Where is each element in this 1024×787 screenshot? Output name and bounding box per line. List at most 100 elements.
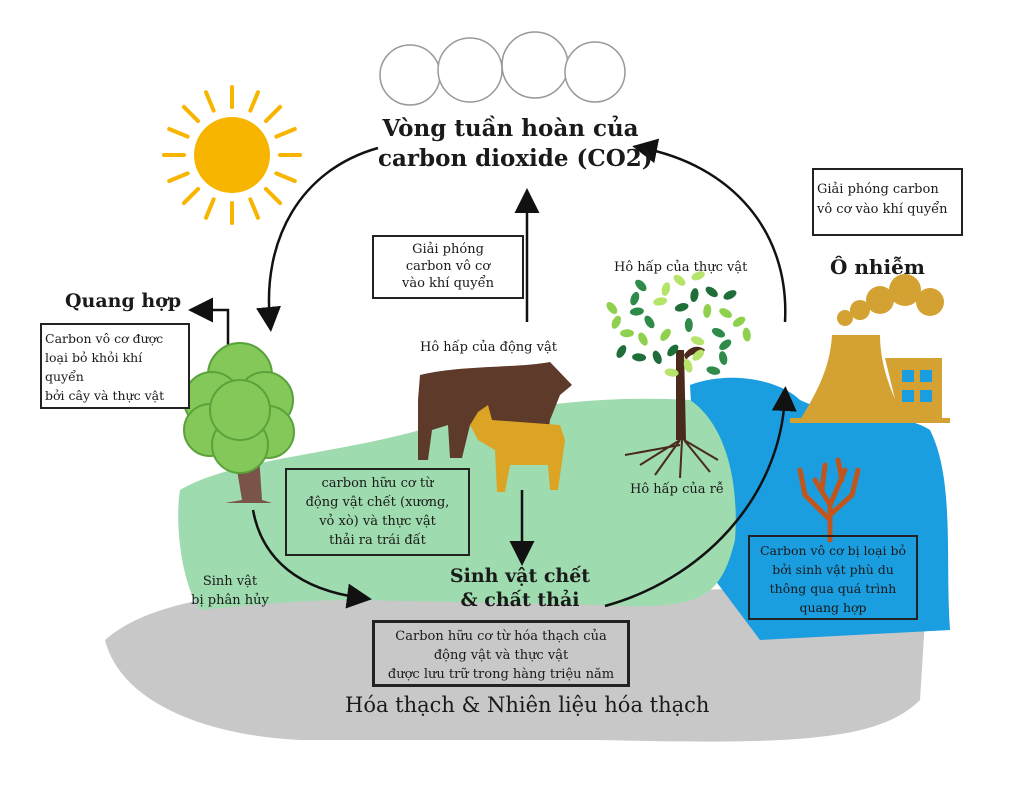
box-line: thông qua quá trình — [769, 581, 897, 596]
box-line: động vật và thực vật — [433, 648, 569, 663]
sun-ray — [274, 171, 297, 184]
photosynthesis-box: Carbon vô cơ được loại bỏ khỏi khí quyển… — [40, 323, 190, 409]
box-line: Carbon vô cơ được — [45, 331, 164, 346]
sun-ray — [167, 126, 190, 139]
plant-respiration-label: Hô hấp của thực vật — [614, 260, 748, 275]
sun-ray — [181, 186, 201, 206]
sun-ray — [203, 197, 216, 220]
leaf — [683, 359, 693, 373]
leaf — [661, 282, 671, 296]
root-respiration-label: Hô hấp của rễ — [630, 482, 724, 497]
leaf — [718, 351, 728, 365]
sun-ray — [203, 90, 216, 113]
fossil-box: Carbon hữu cơ từ hóa thạch của động vật … — [372, 620, 630, 687]
box-line: động vật chết (xương, — [305, 495, 450, 510]
leaf — [673, 274, 686, 286]
sun-ray — [248, 90, 261, 113]
leaf — [690, 288, 699, 303]
label-line: & chất thải — [460, 589, 580, 611]
leaf — [706, 366, 721, 375]
pollution-box: Giải phóng carbon vô cơ vào khí quyển — [812, 168, 963, 236]
leaf — [692, 349, 704, 361]
leaf — [644, 315, 655, 329]
leaf — [684, 318, 693, 332]
clouds-icon — [379, 31, 626, 106]
leaf — [723, 290, 737, 300]
leaf — [620, 329, 635, 338]
box-line: vào khí quyển — [401, 276, 494, 291]
leaf — [719, 339, 732, 351]
box-line: quang hợp — [799, 600, 867, 615]
box-line: vô cơ vào khí quyển — [817, 202, 948, 217]
leaf — [606, 302, 618, 315]
decomposed-label: Sinh vật bị phân hủy — [185, 572, 275, 610]
box-line: carbon hữu cơ từ — [321, 476, 434, 491]
title-line-2: carbon dioxide (CO2) — [378, 145, 653, 172]
box-line: Giải phóng carbon — [817, 182, 939, 197]
leaf — [638, 332, 648, 346]
leaf — [616, 345, 627, 358]
arrow-pollution-to-atmosphere — [632, 138, 787, 323]
leaf — [703, 303, 712, 318]
arrow-to-ocean — [604, 386, 797, 608]
label-line: Sinh vật chết — [449, 565, 591, 587]
box-line: loại bỏ khỏi khí quyển — [45, 350, 143, 384]
sun-ray — [248, 197, 261, 220]
sun-ray — [263, 186, 283, 206]
arrow-decomposition — [251, 509, 372, 609]
box-line: Carbon vô cơ bị loại bỏ — [759, 543, 907, 558]
box-line: carbon vô cơ — [405, 259, 491, 274]
fossil-fuel-label: Hóa thạch & Nhiên liệu hóa thạch — [345, 693, 710, 717]
box-line: vỏ xò) và thực vật — [319, 514, 436, 529]
photosynthesis-heading: Quang hợp — [65, 290, 182, 312]
leaf — [705, 286, 718, 298]
leaf — [660, 328, 671, 341]
tree-icon — [183, 342, 295, 503]
factory-icon — [790, 274, 950, 423]
pollution-heading: Ô nhiễm — [830, 255, 925, 279]
box-line: bởi sinh vật phù du — [772, 562, 894, 577]
plant-tree-icon — [606, 271, 751, 479]
leaf — [629, 307, 644, 316]
leaf — [691, 271, 705, 281]
leaf — [732, 316, 746, 327]
title-line-1: Vòng tuần hoàn của — [382, 115, 639, 142]
leaf — [667, 344, 679, 357]
sun-ray — [274, 126, 297, 139]
leaf — [653, 297, 668, 306]
box-line: Carbon hữu cơ từ hóa thạch của — [395, 629, 607, 644]
dead-organisms-label: Sinh vật chết & chất thải — [440, 564, 600, 612]
box-line: được lưu trữ trong hàng triệu năm — [387, 667, 615, 682]
leaf — [664, 368, 679, 377]
label-line: bị phân hủy — [191, 593, 269, 608]
box-line: bởi cây và thực vật — [45, 388, 165, 403]
leaf — [690, 336, 705, 346]
sun-icon — [162, 85, 302, 225]
leaf — [632, 353, 647, 362]
organic-carbon-box: carbon hữu cơ từ động vật chết (xương, v… — [285, 468, 470, 556]
ocean-box: Carbon vô cơ bị loại bỏ bởi sinh vật phù… — [748, 535, 918, 620]
label-line: Sinh vật — [202, 574, 258, 589]
diagram-title: Vòng tuần hoàn của carbon dioxide (CO2) — [378, 114, 653, 174]
sun-ray — [167, 171, 190, 184]
box-line: thải ra trái đất — [329, 533, 426, 548]
leaf — [611, 315, 621, 329]
sun-ray — [263, 104, 283, 124]
animal-release-box: Giải phóng carbon vô cơ vào khí quyển — [372, 235, 524, 299]
animal-respiration-label: Hô hấp của động vật — [420, 340, 557, 355]
leaf — [742, 327, 751, 342]
sun-ray — [181, 104, 201, 124]
coral-icon — [797, 457, 861, 543]
leaf — [630, 291, 640, 306]
leaf — [652, 350, 662, 365]
fossil-ground — [105, 589, 925, 742]
leaf — [711, 328, 725, 338]
box-line: Giải phóng — [412, 242, 484, 257]
leaf — [674, 303, 689, 312]
leaf — [635, 279, 647, 292]
leaf — [719, 308, 732, 319]
land — [178, 398, 736, 610]
goat-icon — [470, 405, 565, 492]
arrow-atmosphere-to-photosynthesis — [256, 146, 379, 332]
